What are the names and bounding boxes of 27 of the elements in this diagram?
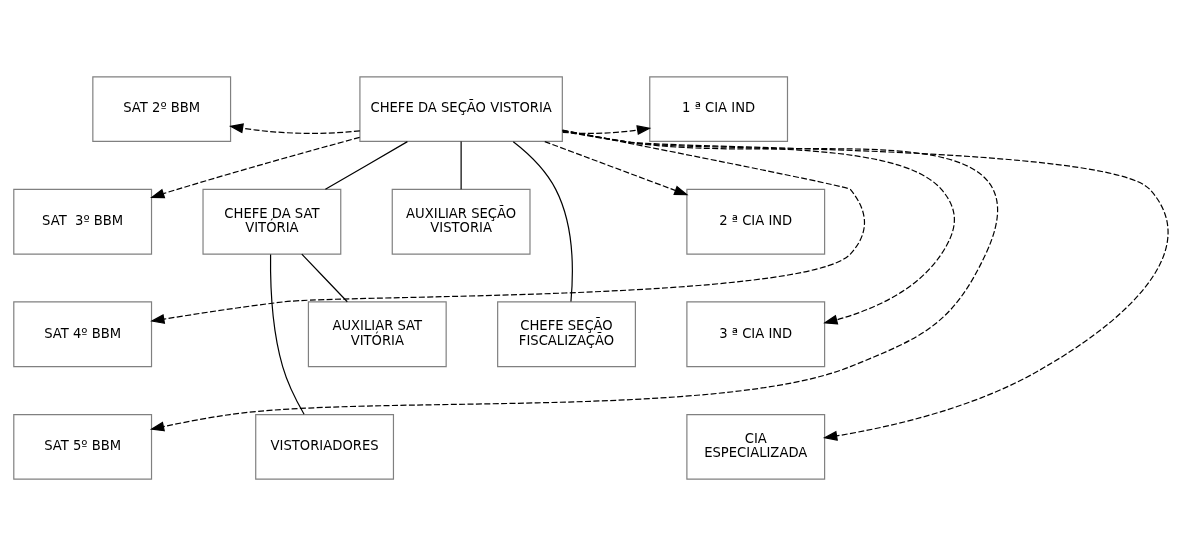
arrow (149, 129, 998, 431)
connector (324, 140, 408, 190)
connector (269, 253, 305, 415)
node-box: 3 ª CIA IND (686, 300, 826, 367)
node-box: SAT 2º BBM (92, 75, 232, 142)
arrow (150, 136, 361, 198)
node-box: CHEFE DA SAT VITÓRIA (202, 188, 342, 255)
node-box: AUXILIAR SAT VITÓRIA (307, 300, 447, 367)
node-box: SAT 3º BBM (13, 188, 153, 255)
node-box: SAT 4º BBM (13, 300, 153, 367)
node-box: SAT 5º BBM (13, 413, 153, 480)
node-box: CHEFE DA SEÇÃO VISTORIA (359, 75, 563, 142)
node-box: 2 ª CIA IND (686, 188, 826, 255)
arrow (562, 124, 652, 135)
node-box: CHEFE SEÇÃO FISCALIZAÇÃO (497, 300, 636, 367)
node-box: AUXILIAR SEÇÃO VISTORIA (391, 188, 531, 255)
node-box: VISTORIADORES (255, 413, 395, 480)
arrow (150, 129, 866, 324)
connector (512, 140, 573, 302)
connector (301, 253, 348, 302)
arrow (544, 140, 689, 195)
arrow (228, 122, 361, 134)
arrow (562, 129, 955, 325)
node-box: 1 ª CIA IND (649, 75, 789, 142)
node-box: CIA ESPECIALIZADA (686, 413, 826, 480)
connector (460, 140, 462, 190)
arrow (561, 130, 1169, 441)
